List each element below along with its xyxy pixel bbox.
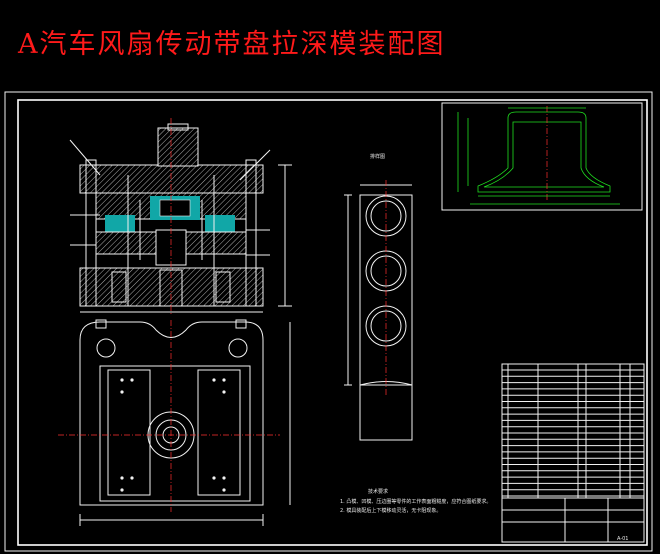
technical-requirements: 技术要求 1. 凸模、凹模、压边圈等零件的工作表面粗糙度，应符合图纸要求。 2.… bbox=[340, 488, 491, 514]
parts-list-table bbox=[501, 363, 645, 499]
inner-border bbox=[17, 99, 648, 546]
outer-border bbox=[4, 91, 653, 552]
part-number: A-01 bbox=[617, 536, 628, 542]
strip-layout-view: 排样图 bbox=[344, 153, 413, 441]
front-section-view bbox=[69, 118, 292, 315]
strip-layout-label: 排样图 bbox=[370, 153, 385, 160]
tech-req-item-1: 1. 凸模、凹模、压边圈等零件的工作表面粗糙度，应符合图纸要求。 bbox=[340, 498, 491, 505]
tech-req-heading: 技术要求 bbox=[368, 488, 388, 495]
title-block: A-01 bbox=[501, 497, 645, 543]
plan-view bbox=[58, 319, 291, 526]
tech-req-item-2: 2. 模具装配后上下模移动灵活，无卡阻现象。 bbox=[340, 507, 441, 514]
drawing-title: A汽车风扇传动带盘拉深模装配图 bbox=[18, 29, 446, 60]
part-drawing-inset bbox=[441, 102, 643, 211]
